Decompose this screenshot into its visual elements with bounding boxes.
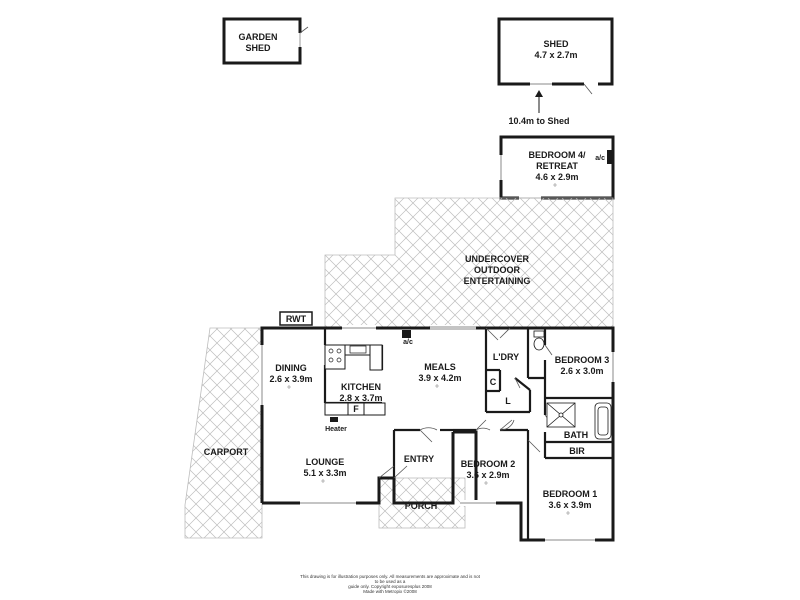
bath-label: BATH bbox=[564, 430, 588, 440]
shed-distance-indicator: 10.4m to Shed bbox=[508, 90, 570, 126]
kitchen-ac-icon bbox=[402, 330, 411, 338]
toilet-icon bbox=[533, 337, 545, 351]
shed-label: SHED bbox=[543, 39, 569, 49]
rainwater-tank: RWT bbox=[279, 311, 313, 326]
bedroom-4-dims: 4.6 x 2.9m bbox=[535, 172, 578, 182]
bir-label: BIR bbox=[569, 446, 585, 456]
bedroom-4: a/c BEDROOM 4/ RETREAT 4.6 x 2.9m bbox=[498, 135, 615, 201]
lounge-dims: 5.1 x 3.3m bbox=[303, 468, 346, 478]
carport-label: CARPORT bbox=[204, 447, 249, 457]
bedroom-3-label: BEDROOM 3 bbox=[555, 355, 610, 365]
wet-area-fixtures bbox=[533, 330, 612, 440]
doors bbox=[378, 327, 554, 479]
ac-unit-icon bbox=[607, 150, 613, 164]
rwt-label: RWT bbox=[286, 314, 307, 324]
disclaimer-line-3: Made with Metropix ©2008 bbox=[363, 589, 417, 594]
kitchen-ac-label: a/c bbox=[403, 339, 413, 346]
garden-shed-label-1: GARDEN bbox=[238, 32, 277, 42]
room-labels: DINING 2.6 x 3.9m KITCHEN 2.8 x 3.7m MEA… bbox=[269, 352, 609, 510]
toilet-cistern-icon bbox=[533, 330, 545, 338]
cupboard-label: C bbox=[490, 377, 497, 387]
bedroom-4-label-1: BEDROOM 4/ bbox=[528, 150, 586, 160]
sink-icon bbox=[349, 345, 367, 354]
kitchen-dims: 2.8 x 3.7m bbox=[339, 393, 382, 403]
fridge-label: F bbox=[353, 404, 359, 414]
meals-dims: 3.9 x 4.2m bbox=[418, 373, 461, 383]
porch-label: PORCH bbox=[405, 501, 438, 511]
garden-shed: GARDEN SHED bbox=[222, 17, 309, 65]
outdoor-label-1: UNDERCOVER bbox=[465, 254, 530, 264]
bedroom-4-label-2: RETREAT bbox=[536, 161, 578, 171]
measurement-markers bbox=[287, 183, 570, 515]
kitchen-fixtures: F Heater a/c bbox=[324, 330, 413, 433]
cooktop-icon bbox=[328, 348, 334, 354]
entry-label: ENTRY bbox=[404, 454, 434, 464]
disclaimer-line-2: guide only. Copyright exposuresplus 2008 bbox=[348, 584, 432, 589]
lounge-label: LOUNGE bbox=[306, 457, 345, 467]
outdoor-label-2: OUTDOOR bbox=[474, 265, 520, 275]
bedroom-4-ac: a/c bbox=[595, 155, 605, 162]
bedroom-3-dims: 2.6 x 3.0m bbox=[560, 366, 603, 376]
shed-dims: 4.7 x 2.7m bbox=[534, 50, 577, 60]
dining-dims: 2.6 x 3.9m bbox=[269, 374, 312, 384]
disclaimer: This drawing is for illustration purpose… bbox=[300, 574, 480, 594]
windows bbox=[259, 325, 616, 543]
bedroom-1-dims: 3.6 x 3.9m bbox=[548, 500, 591, 510]
linen-label: L bbox=[505, 396, 511, 406]
bedroom-2-dims: 3.6 x 2.9m bbox=[466, 470, 509, 480]
dining-label: DINING bbox=[275, 363, 307, 373]
bedroom-2-label: BEDROOM 2 bbox=[461, 459, 516, 469]
undercover-outdoor-entertaining: UNDERCOVER OUTDOOR ENTERTAINING bbox=[324, 197, 614, 329]
garden-shed-label-2: SHED bbox=[245, 43, 271, 53]
shed-distance-label: 10.4m to Shed bbox=[508, 116, 569, 126]
meals-label: MEALS bbox=[424, 362, 456, 372]
outdoor-label-3: ENTERTAINING bbox=[464, 276, 531, 286]
shed: SHED 4.7 x 2.7m bbox=[497, 17, 614, 95]
heater-icon bbox=[330, 417, 338, 422]
carport: CARPORT bbox=[184, 327, 263, 539]
bedroom-1-label: BEDROOM 1 bbox=[543, 489, 598, 499]
fridge-icon bbox=[347, 402, 365, 416]
interior-walls bbox=[323, 328, 613, 540]
heater-label: Heater bbox=[325, 426, 347, 433]
laundry-label: L'DRY bbox=[493, 352, 519, 362]
disclaimer-line-1: This drawing is for illustration purpose… bbox=[300, 574, 480, 584]
kitchen-label: KITCHEN bbox=[341, 382, 381, 392]
